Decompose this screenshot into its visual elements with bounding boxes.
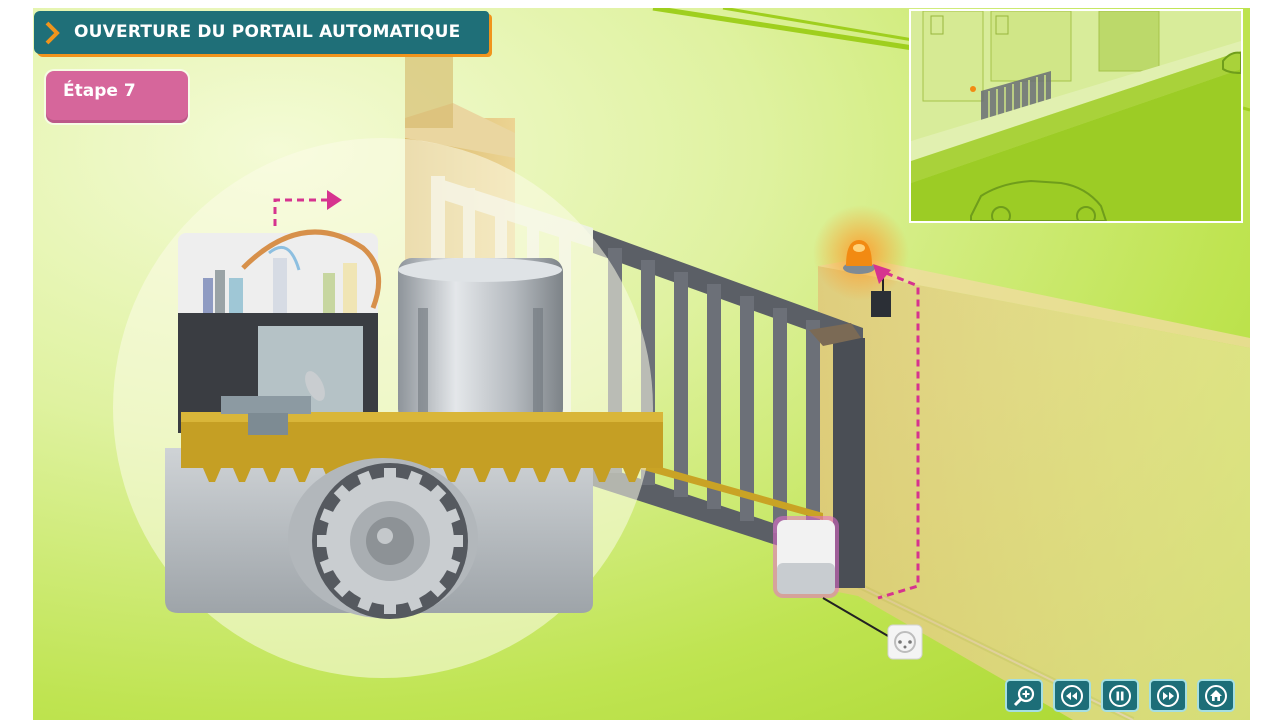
home-button[interactable] bbox=[1197, 679, 1235, 712]
step-badge: Étape 7 bbox=[46, 71, 188, 123]
forward-button[interactable] bbox=[1149, 679, 1187, 712]
overview-scene bbox=[911, 11, 1241, 221]
motor-cutaway bbox=[165, 229, 663, 619]
chevron-right-icon bbox=[45, 21, 60, 45]
pause-button[interactable] bbox=[1101, 679, 1139, 712]
browser-top-strip bbox=[0, 0, 1280, 8]
orange-flashing-light bbox=[813, 205, 909, 301]
signal-path bbox=[877, 271, 920, 600]
rewind-button[interactable] bbox=[1053, 679, 1091, 712]
title-banner: OUVERTURE DU PORTAIL AUTOMATIQUE bbox=[34, 11, 489, 54]
zoom-in-icon bbox=[1013, 685, 1035, 706]
step-label: Étape 7 bbox=[63, 81, 136, 101]
gear bbox=[288, 458, 478, 619]
pause-icon bbox=[1109, 684, 1131, 707]
wall-socket bbox=[887, 624, 923, 660]
motion-arrow bbox=[273, 190, 342, 226]
rewind-icon bbox=[1061, 684, 1083, 707]
signal-arrow bbox=[873, 264, 891, 284]
fast-forward-icon bbox=[1157, 684, 1179, 707]
page-title: OUVERTURE DU PORTAIL AUTOMATIQUE bbox=[74, 22, 461, 42]
gate-scene bbox=[113, 8, 1250, 720]
right-wall bbox=[818, 258, 1250, 720]
motor-unit bbox=[773, 516, 889, 637]
overview-inset bbox=[909, 9, 1243, 223]
zoom-button[interactable] bbox=[1005, 679, 1043, 712]
home-icon bbox=[1205, 684, 1227, 707]
rack-teeth bbox=[203, 468, 641, 482]
